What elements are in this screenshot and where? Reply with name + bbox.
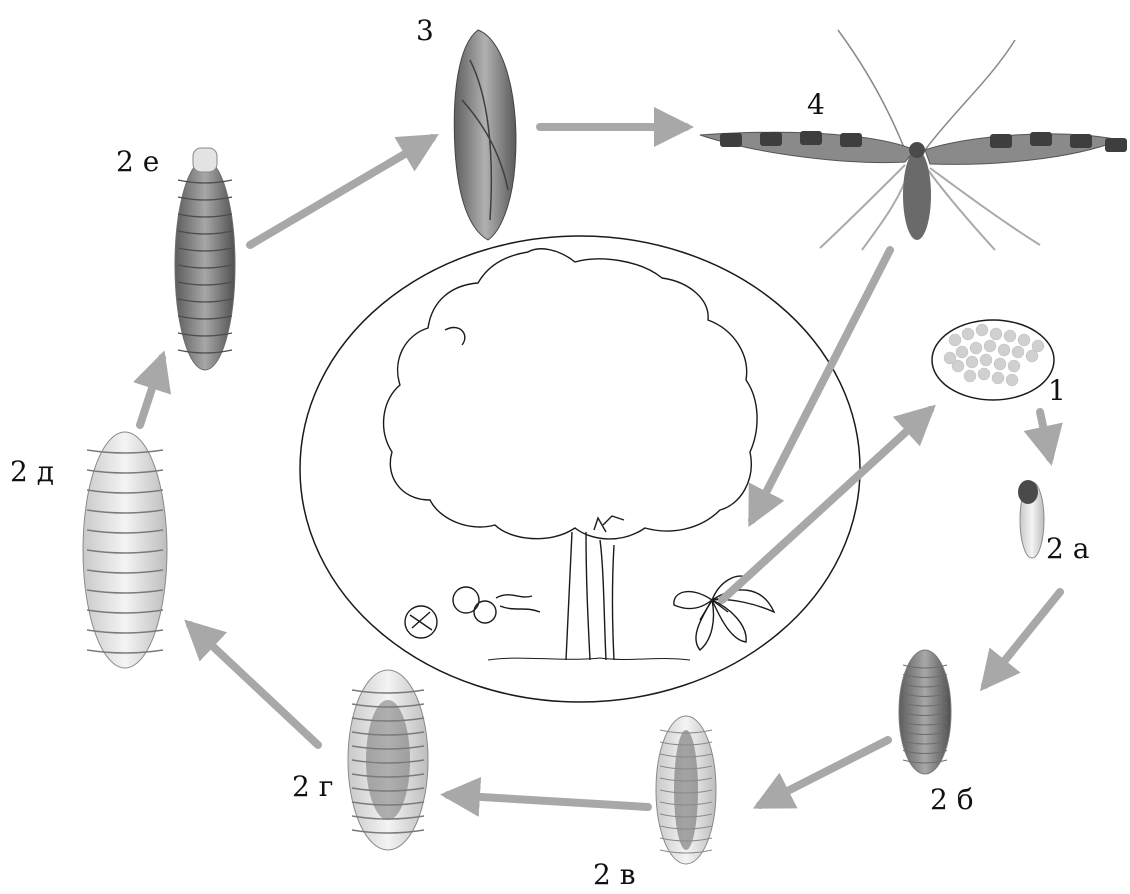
arrow-2b-to-2v	[760, 740, 888, 805]
larva-2g	[348, 670, 428, 850]
label-stage-2e: 2 е	[116, 145, 159, 178]
arrow-1-to-2a	[1040, 412, 1050, 458]
egg-cluster	[932, 320, 1054, 400]
arrow-2g-to-2d	[190, 625, 318, 745]
arrow-leaf-to-1	[722, 410, 930, 600]
larva-2b	[899, 650, 951, 774]
label-stage-2b: 2 б	[930, 783, 974, 816]
label-stage-1: 1	[1048, 374, 1066, 407]
arrow-2d-to-2e	[140, 358, 162, 425]
label-stage-3: 3	[416, 14, 434, 47]
tree-illustration	[384, 249, 774, 660]
larva-2d	[83, 432, 167, 668]
arrow-2e-to-3	[250, 138, 432, 245]
larva-2v	[656, 716, 716, 864]
label-stage-2v: 2 в	[593, 858, 635, 891]
larva-2a	[1018, 480, 1044, 558]
label-stage-4: 4	[807, 88, 825, 121]
arrow-2v-to-2g	[448, 795, 648, 807]
arrow-2a-to-2b	[985, 592, 1060, 685]
label-stage-2d: 2 д	[10, 455, 54, 488]
pupa	[454, 30, 516, 240]
larva-2e	[175, 148, 235, 370]
label-stage-2g: 2 г	[292, 770, 333, 803]
arrow-4-to-leaf	[752, 250, 890, 520]
label-stage-2a: 2 а	[1046, 532, 1089, 565]
adult-moth	[700, 30, 1127, 250]
